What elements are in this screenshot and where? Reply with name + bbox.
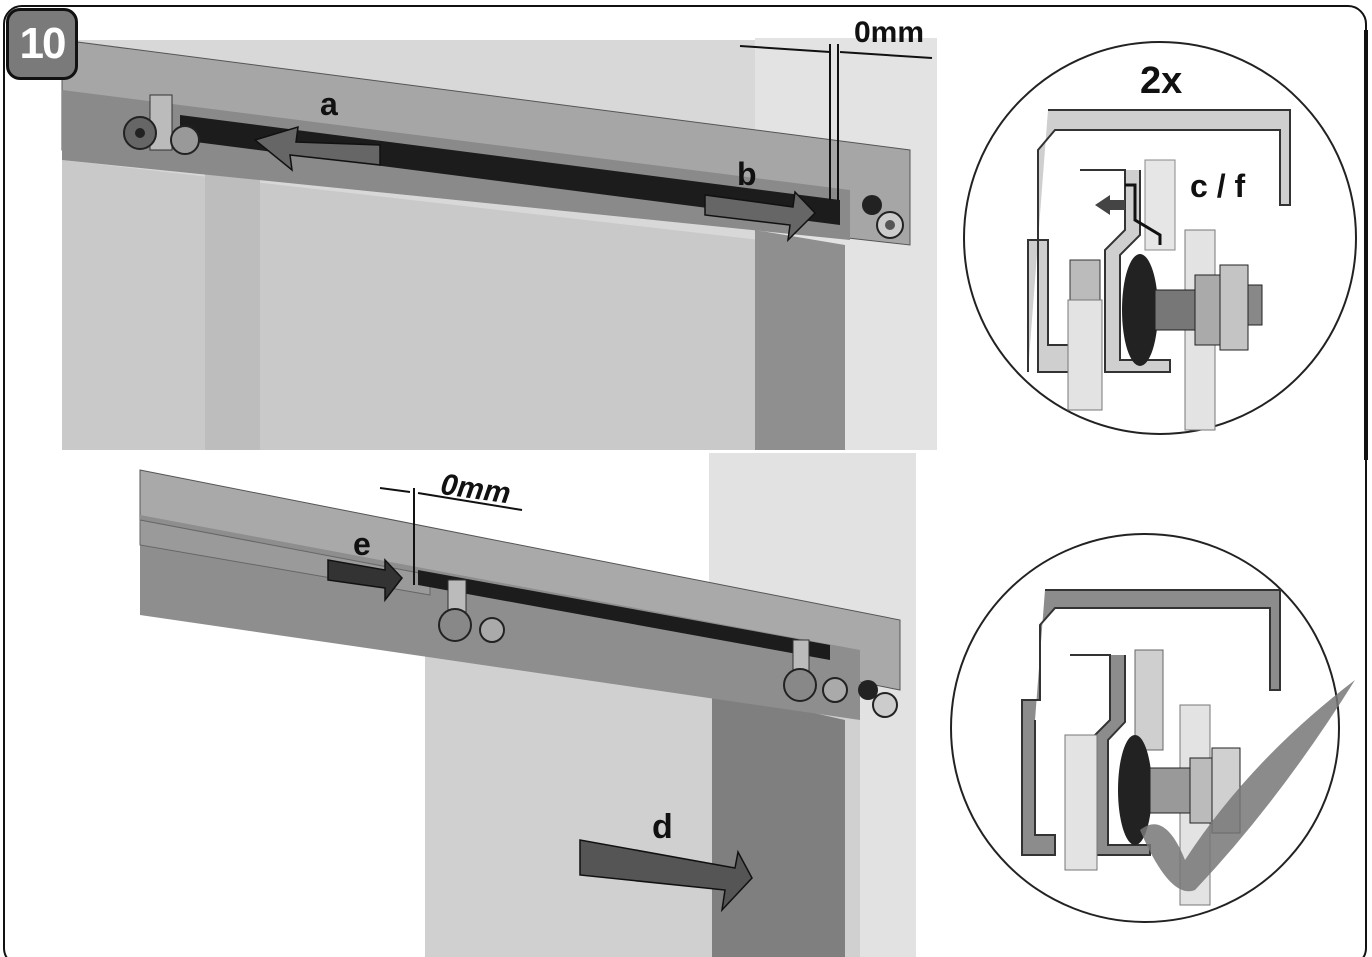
profile-outline (1027, 109, 1291, 373)
label-a: a (320, 86, 338, 122)
step-number-badge: 10 (6, 8, 78, 80)
arrow-a (253, 125, 381, 172)
panel-stile (205, 170, 260, 450)
profile-inner-b (1070, 654, 1151, 856)
label-b: b (737, 156, 757, 192)
roller-bottom-right (783, 639, 898, 718)
roller-nut (1154, 289, 1196, 331)
rail-slot (180, 115, 840, 225)
panel-dark-edge (712, 690, 845, 957)
arrow-e (327, 558, 403, 603)
bottom-view (139, 453, 916, 957)
roller-wheel (1122, 254, 1158, 366)
bolt-end (1247, 284, 1263, 326)
label-e: e (353, 526, 371, 562)
page-frame (3, 5, 1367, 957)
roller-bottom-left (438, 579, 505, 643)
glass-left-b (1064, 734, 1098, 871)
hex-nut (1219, 264, 1249, 351)
washer-b (1189, 757, 1213, 824)
profile-outline-b (1021, 589, 1281, 856)
top-view (61, 38, 937, 450)
profile-block (1069, 259, 1101, 301)
roller-right (862, 195, 904, 239)
detail-top (963, 41, 1357, 435)
roller-nut-b (1149, 767, 1191, 814)
arrow-d (579, 839, 753, 913)
washer (1194, 274, 1221, 346)
roller-wheel-b (1118, 735, 1152, 845)
gap-dim-line-right (839, 51, 933, 59)
detail-bottom (950, 533, 1355, 923)
adjust-line (1125, 183, 1162, 245)
multiplier-label: 2x (1140, 60, 1183, 102)
gap-label-top: 0mm (854, 16, 925, 49)
gap-dim-right-b (417, 492, 523, 511)
arrow-cf (1095, 195, 1125, 215)
arrow-b (704, 190, 817, 243)
label-d: d (652, 808, 673, 846)
checkmark-icon (1140, 680, 1355, 892)
glass-left (1067, 299, 1103, 411)
gap-dim-line-left (739, 45, 831, 53)
gap-dim-left-b (379, 487, 411, 493)
label-cf: c / f (1190, 168, 1246, 204)
panel-edge (755, 230, 845, 450)
rail-slot-bottom (418, 570, 830, 660)
roller-shaft-b (1134, 649, 1164, 751)
roller-left (123, 94, 200, 155)
